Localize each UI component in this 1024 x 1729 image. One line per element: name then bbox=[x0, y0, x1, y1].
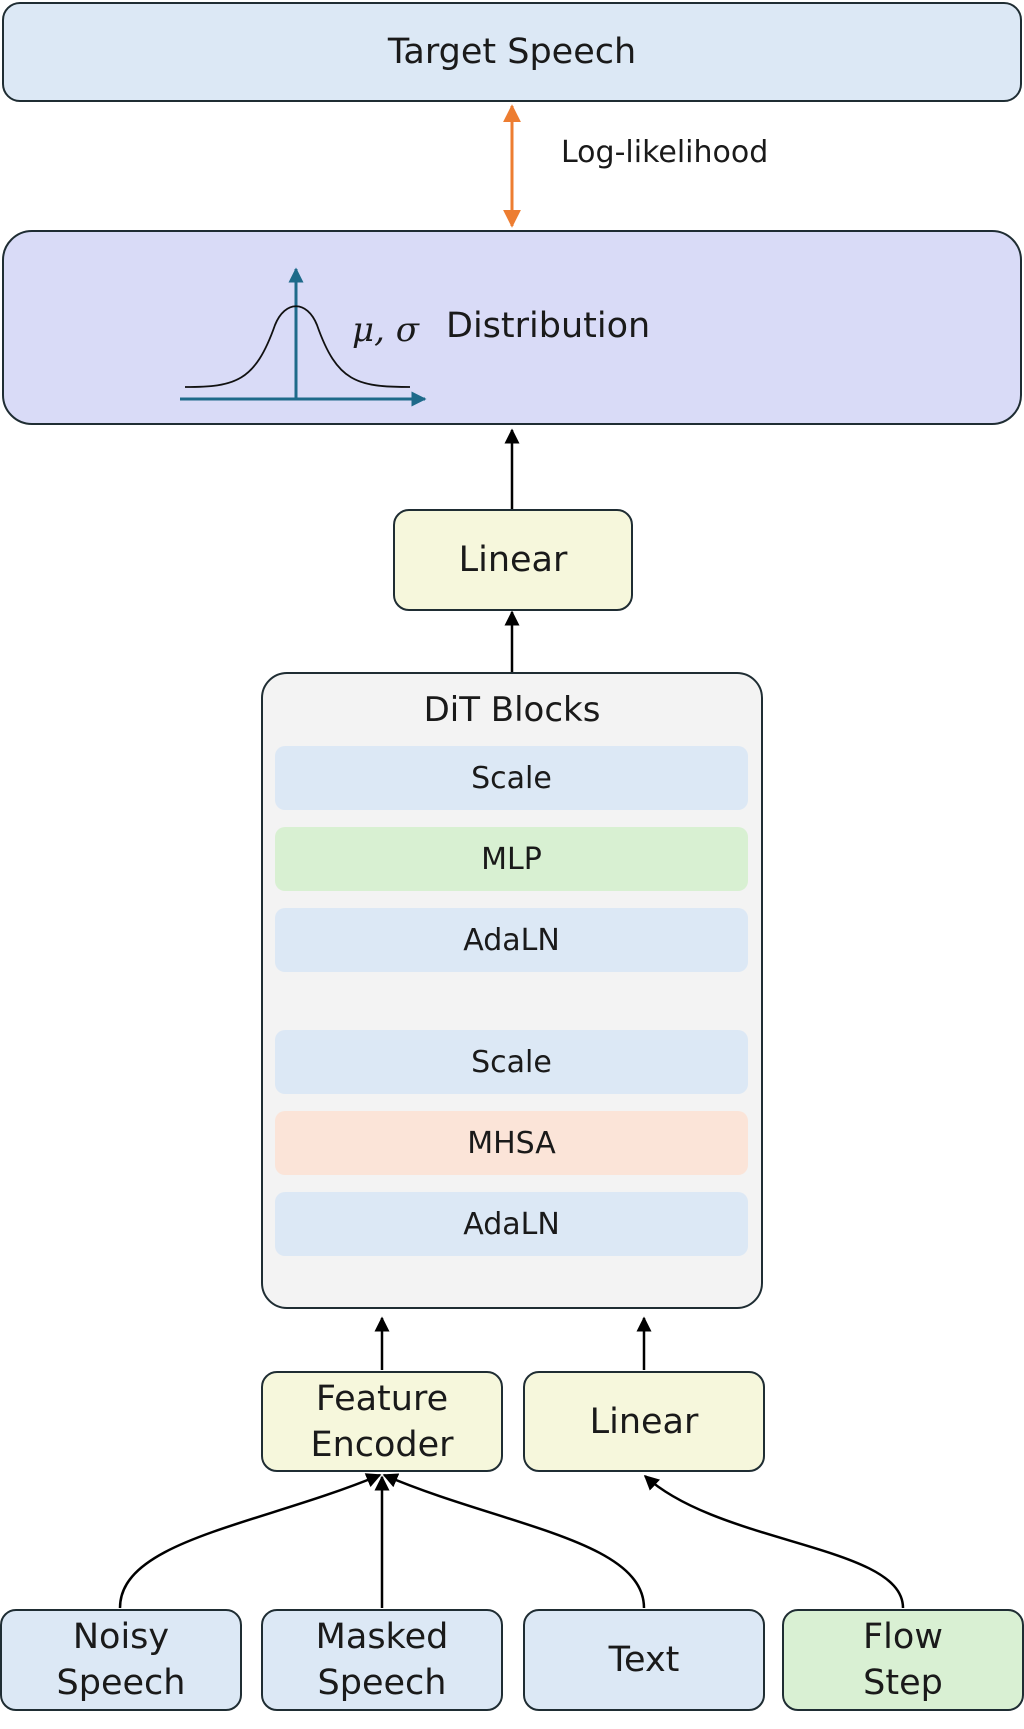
gaussian-curve-icon bbox=[180, 267, 427, 407]
dit-layer-mhsa: MHSA bbox=[275, 1111, 748, 1175]
target-speech-box: Target Speech bbox=[2, 2, 1022, 102]
input-noisy-speech-label: Noisy Speech bbox=[56, 1617, 186, 1703]
cond-linear-label: Linear bbox=[589, 1401, 699, 1442]
log-likelihood-label: Log-likelihood bbox=[561, 135, 769, 170]
flow-to-cond-linear-arrow bbox=[643, 1474, 905, 1609]
text-to-encoder-arrow bbox=[382, 1473, 646, 1609]
target-speech-label: Target Speech bbox=[387, 32, 637, 72]
input-flow-step-label: Flow Step bbox=[863, 1617, 943, 1703]
input-noisy-speech: Noisy Speech bbox=[0, 1609, 242, 1711]
distribution-params: μ, σ bbox=[352, 310, 419, 350]
head-linear-box: Linear bbox=[393, 509, 633, 611]
dit-layer-adaln-1: AdaLN bbox=[275, 908, 748, 972]
input-text-label: Text bbox=[608, 1640, 680, 1680]
dit-layer-mlp: MLP bbox=[275, 827, 748, 891]
input-masked-speech: Masked Speech bbox=[261, 1609, 503, 1711]
dit-layer-scale-2: Scale bbox=[275, 1030, 748, 1094]
dit-blocks-title: DiT Blocks bbox=[423, 690, 601, 730]
distribution-label: Distribution bbox=[446, 306, 651, 346]
head-linear-label: Linear bbox=[458, 540, 568, 580]
noisy-to-encoder-arrow bbox=[118, 1473, 382, 1609]
dit-layer-adaln-2: AdaLN bbox=[275, 1192, 748, 1256]
input-masked-speech-label: Masked Speech bbox=[315, 1617, 449, 1703]
feature-encoder-label: Feature Encoder bbox=[310, 1378, 454, 1465]
input-flow-step: Flow Step bbox=[782, 1609, 1024, 1711]
feature-encoder-box: Feature Encoder bbox=[261, 1371, 503, 1472]
distribution-box bbox=[2, 230, 1022, 425]
dit-layer-scale-1: Scale bbox=[275, 746, 748, 810]
cond-linear-box: Linear bbox=[523, 1371, 765, 1472]
input-text: Text bbox=[523, 1609, 765, 1711]
